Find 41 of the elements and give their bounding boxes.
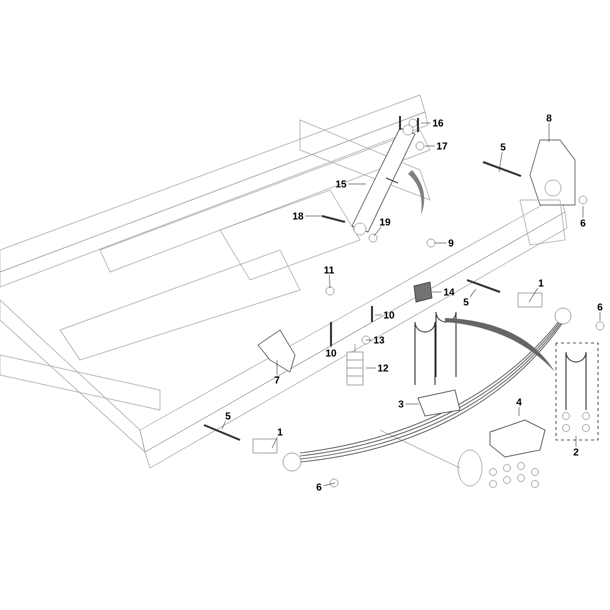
leader-line [222, 420, 226, 430]
leader-line [330, 336, 332, 348]
callout-number: 5 [500, 144, 506, 150]
callout-number: 5 [464, 298, 468, 306]
leader-line [420, 122, 431, 124]
callout-number: 2 [574, 448, 578, 456]
callout-number: 3 [398, 400, 404, 408]
leader-line [374, 227, 382, 236]
callout-number: 8 [546, 114, 552, 122]
leader-line [470, 288, 476, 298]
callout-number: 1 [538, 280, 544, 286]
callout-number: 10 [326, 349, 336, 357]
callout-number: 6 [316, 483, 322, 491]
leader-line [374, 314, 382, 316]
leader-line [548, 123, 550, 142]
callout-number: 7 [274, 376, 280, 384]
callout-number: 16 [433, 119, 444, 127]
callout-number: 17 [437, 142, 448, 150]
callout-number: 6 [580, 219, 586, 227]
callout-number: 15 [336, 180, 346, 188]
leader-line [518, 406, 520, 416]
callout-number: 14 [444, 288, 454, 296]
leader-line [323, 482, 336, 486]
leader-line [582, 206, 584, 218]
callout-number: 5 [226, 412, 230, 420]
leader-line [498, 152, 502, 172]
leader-line [329, 274, 330, 288]
callout-number: 12 [378, 364, 388, 372]
callout-number: 13 [374, 336, 384, 344]
callout-number: 11 [324, 266, 334, 274]
callout-number: 4 [516, 398, 522, 406]
leader-line [434, 242, 447, 244]
callout-number: 18 [293, 212, 304, 220]
callout-number: 6 [598, 303, 602, 311]
callout-number: 9 [448, 239, 454, 247]
callout-number: 19 [380, 218, 390, 226]
callout-number: 10 [384, 311, 394, 319]
leader-line [272, 436, 278, 448]
leader-line [276, 360, 278, 376]
leader-line [528, 288, 538, 302]
callout-number: 1 [278, 428, 282, 436]
